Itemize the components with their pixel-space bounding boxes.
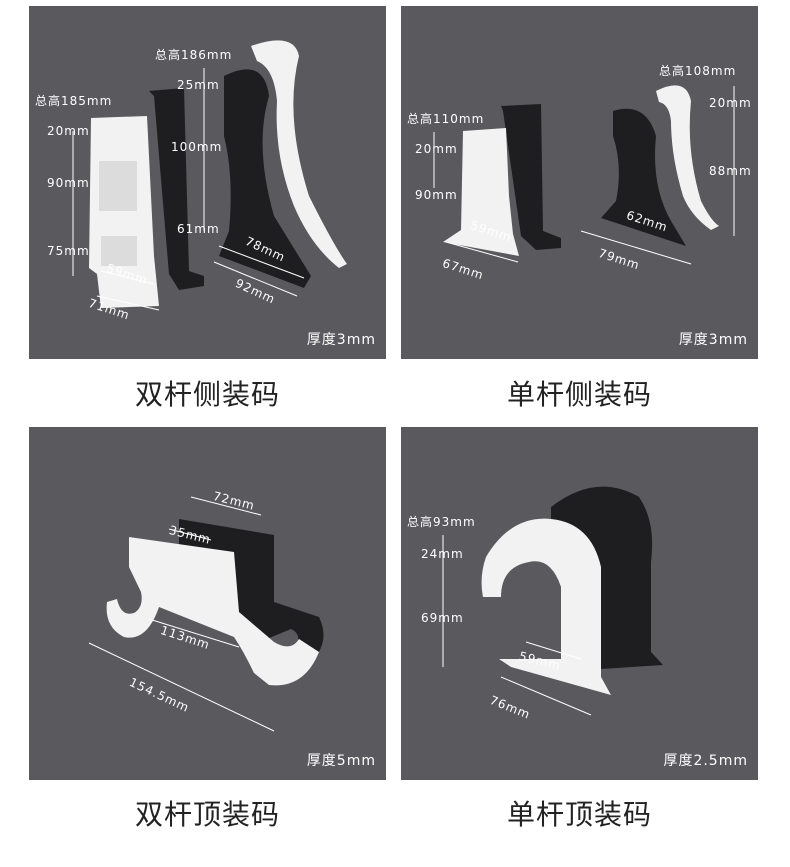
product-panel-double-side: 总高185mm 20mm 90mm 75mm 59mm 71mm 总高186mm… bbox=[29, 6, 386, 359]
caption-single-side: 单杆侧装码 bbox=[506, 378, 652, 411]
product-panel-single-top: 总高93mm 24mm 69mm 59mm 76mm 厚度2.5mm bbox=[401, 427, 758, 780]
thickness-label: 厚度3mm bbox=[306, 332, 376, 348]
label-b2: 88mm bbox=[709, 164, 752, 178]
thickness-label: 厚度3mm bbox=[678, 332, 748, 348]
label-a1: 20mm bbox=[47, 124, 90, 138]
label-l2: 69mm bbox=[421, 611, 464, 625]
bracket-illustration bbox=[88, 496, 324, 732]
label-a3: 75mm bbox=[47, 244, 90, 258]
label-total-height-a: 总高110mm bbox=[407, 112, 485, 126]
label-b2: 100mm bbox=[171, 140, 223, 154]
label-b3: 61mm bbox=[177, 222, 220, 236]
label-total-height-b: 总高186mm bbox=[155, 48, 233, 62]
label-l1: 24mm bbox=[421, 547, 464, 561]
label-a1: 20mm bbox=[415, 142, 458, 156]
product-panel-single-side: 总高110mm 20mm 90mm 59mm 67mm 总高108mm 20mm… bbox=[401, 6, 758, 359]
label-b1: 20mm bbox=[709, 96, 752, 110]
caption-double-top: 双杆顶装码 bbox=[134, 798, 280, 831]
thickness-label: 厚度5mm bbox=[306, 753, 376, 769]
caption-double-side: 双杆侧装码 bbox=[134, 378, 280, 411]
caption-single-top: 单杆顶装码 bbox=[506, 798, 652, 831]
label-a2: 90mm bbox=[415, 188, 458, 202]
label-total-height-b: 总高108mm bbox=[659, 64, 737, 78]
thickness-label: 厚度2.5mm bbox=[663, 753, 748, 769]
label-total-height: 总高93mm bbox=[407, 515, 476, 529]
label-total-height-a: 总高185mm bbox=[35, 94, 113, 108]
label-b1: 25mm bbox=[177, 78, 220, 92]
product-panel-double-top: 72mm 35mm 113mm 154.5mm 厚度5mm bbox=[29, 427, 386, 780]
bracket-illustration bbox=[433, 85, 735, 265]
bracket-illustration bbox=[72, 40, 347, 311]
bracket-illustration bbox=[442, 486, 663, 716]
label-a2: 90mm bbox=[47, 176, 90, 190]
